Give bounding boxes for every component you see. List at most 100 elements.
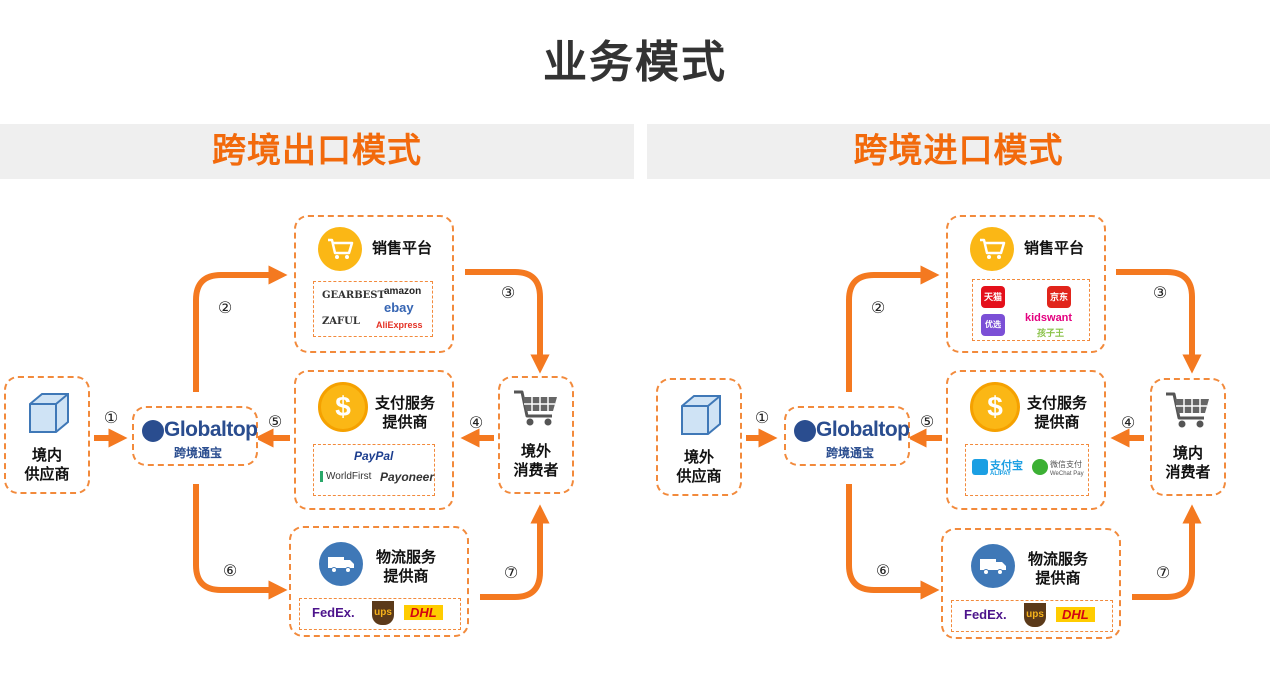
import-sales-logo-4: kidswant [1025,312,1073,324]
import-payment-logo-4: WeChat Pay [1050,471,1084,477]
import-step-6: ⑥ [875,563,891,580]
import-payment-box: $ 支付服务 提供商 支付宝 ALIPAY 微信支付 WeChat Pay [946,370,1106,510]
wechat-icon [1032,459,1048,475]
shopping-cart-icon [514,390,557,426]
export-payment-line2: 提供商 [382,414,428,431]
globe-icon [794,420,816,442]
export-sales-logos: GEARBEST amazon ZAFUL ebay AliExpress [313,281,433,337]
export-logistics-box: 物流服务 提供商 FedEx. ups DHL [289,526,469,637]
import-banner-title: 跨境进口模式 [853,132,1064,170]
shopping-cart-icon [1166,392,1209,428]
import-step-1: ① [754,410,770,427]
export-logistics-logo-3: DHL [404,605,443,620]
export-consumer-line2: 消费者 [513,462,559,479]
import-logistics-label: 物流服务 提供商 [1023,550,1093,588]
export-sales-box: 销售平台 GEARBEST amazon ZAFUL ebay AliExpre… [294,215,454,353]
box-icon [29,393,69,433]
cart-icon [318,227,362,271]
truck-icon [319,542,363,586]
import-payment-logo-1: 支付宝 [990,460,1023,472]
import-step-2: ② [870,300,886,317]
export-payment-logo-2: WorldFirst [320,471,371,482]
import-sales-logo-5: 孩子王 [1037,328,1065,338]
export-arrow-7 [480,504,550,600]
import-step-5: ⑤ [919,414,935,431]
export-hub-sub: 跨境通宝 [174,446,223,460]
export-sales-logo-1: GEARBEST [322,290,385,301]
import-payment-logo-2: ALIPAY [990,471,1012,477]
box-icon [681,395,721,435]
export-sales-title: 销售平台 [372,240,433,257]
alipay-icon [972,459,988,475]
export-logistics-label: 物流服务 提供商 [371,548,441,586]
import-banner: 跨境进口模式 [647,124,1270,179]
export-supplier-line2: 供应商 [24,466,70,483]
export-step-6: ⑥ [222,563,238,580]
cart-icon [970,227,1014,271]
import-sales-logo-1: 天猫 [981,286,1005,308]
import-arrow-3 [1116,269,1202,374]
dollar-coin-icon: $ [318,382,368,432]
truck-icon [971,544,1015,588]
export-logistics-line2: 提供商 [383,568,429,585]
import-arrow-7 [1132,504,1202,600]
export-step-1: ① [103,410,119,427]
import-logistics-line2: 提供商 [1035,570,1081,587]
export-payment-line1: 支付服务 [374,395,435,412]
import-payment-logo-3: 微信支付 [1050,460,1082,469]
import-sales-logo-3: 优选 [981,314,1005,336]
export-consumer-label: 境外 消费者 [500,442,572,480]
import-supplier-box: 境外 供应商 [656,378,742,496]
export-supplier-label: 境内 供应商 [6,446,88,484]
import-consumer-label: 境内 消费者 [1152,444,1224,482]
dollar-coin-icon: $ [970,382,1020,432]
export-step-2: ② [217,300,233,317]
export-step-7: ⑦ [503,565,519,582]
import-consumer-line1: 境内 [1172,445,1203,462]
export-logistics-logo-1: FedEx. [312,605,355,620]
export-arrow-2 [193,265,288,392]
export-payment-logo-3: Payoneer [380,470,435,484]
export-hub-box: Globaltop 跨境通宝 [132,406,258,466]
import-logistics-logo-2: ups [1024,603,1046,627]
export-sales-logo-3: ZAFUL [322,316,360,327]
export-payment-label: 支付服务 提供商 [370,394,440,432]
export-sales-logo-4: ebay [384,300,414,315]
export-step-4: ④ [468,415,484,432]
export-sales-logo-5: AliExpress [376,320,423,330]
import-step-4: ④ [1120,415,1136,432]
import-payment-line2: 提供商 [1034,414,1080,431]
import-hub-brand: Globaltop [816,418,910,441]
export-payment-logo-1: PayPal [354,449,394,463]
import-sales-logo-2: 京东 [1047,286,1071,308]
import-hub-box: Globaltop 跨境通宝 [784,406,910,466]
import-arrow-2 [846,265,940,392]
import-logistics-line1: 物流服务 [1027,551,1088,568]
import-supplier-label: 境外 供应商 [658,448,740,486]
import-sales-title: 销售平台 [1024,240,1085,257]
export-consumer-box: 境外 消费者 [498,376,574,494]
import-logistics-logo-3: DHL [1056,607,1095,622]
import-logistics-logos: FedEx. ups DHL [951,600,1113,632]
import-sales-box: 销售平台 天猫 京东 优选 kidswant 孩子王 [946,215,1106,353]
globe-icon [142,420,164,442]
export-step-3: ③ [500,285,516,302]
import-supplier-line2: 供应商 [676,468,722,485]
import-payment-logos: 支付宝 ALIPAY 微信支付 WeChat Pay [965,444,1089,496]
export-banner: 跨境出口模式 [0,124,634,179]
export-logistics-logo-2: ups [372,601,394,625]
import-logistics-logo-1: FedEx. [964,607,1007,622]
import-hub-sub: 跨境通宝 [826,446,875,460]
export-logistics-logos: FedEx. ups DHL [299,598,461,630]
export-supplier-box: 境内 供应商 [4,376,90,494]
page-title: 业务模式 [543,38,727,87]
import-step-3: ③ [1152,285,1168,302]
import-step-7: ⑦ [1155,565,1171,582]
export-logistics-line1: 物流服务 [375,549,436,566]
export-arrow-3 [465,269,550,374]
import-consumer-box: 境内 消费者 [1150,378,1226,496]
export-sales-logo-2: amazon [384,286,422,297]
export-payment-logos: PayPal WorldFirst Payoneer [313,444,435,496]
import-payment-label: 支付服务 提供商 [1022,394,1092,432]
